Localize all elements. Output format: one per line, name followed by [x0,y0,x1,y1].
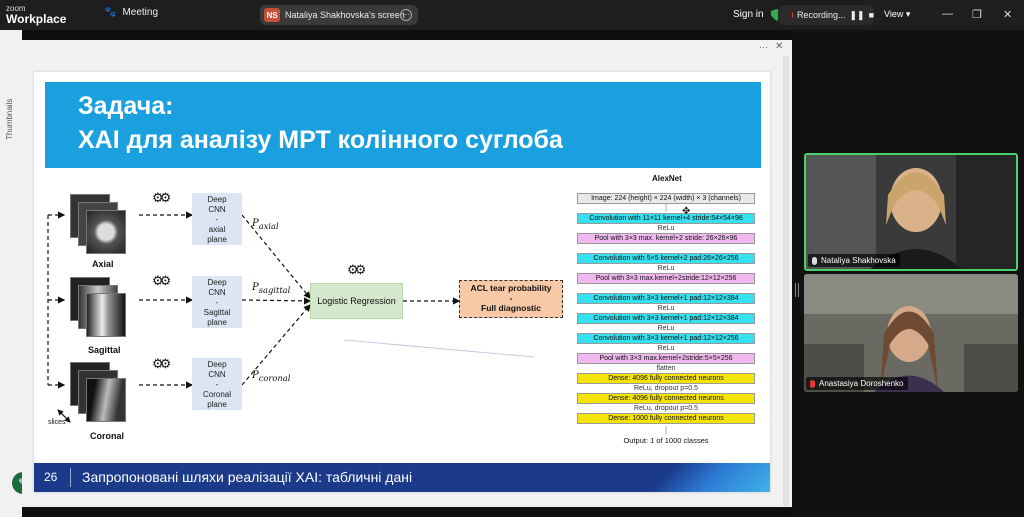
plane-label-coronal: Coronal [90,431,125,441]
participant-video-1[interactable]: Nataliya Shakhovska [804,153,1018,271]
alexnet-layer-note: ReLu, dropout p=0.5 [633,385,699,392]
share-label: Nataliya Shakhovska's screen [285,10,405,20]
alexnet-layer: Pool with 3×3 max.kernel+2stride:12×12×2… [577,273,755,284]
mri-sagittal-stack [70,277,126,337]
presentation-slide: Задача: XAI для аналізу МРТ колінного су… [34,72,770,492]
slide-page-number: 26 [44,470,58,484]
stop-icon[interactable]: ■ [868,10,874,20]
recording-indicator[interactable]: Recording... ❚❚ ■ [778,5,874,25]
alexnet-layer: Dense: 4096 fully connected neurons [577,373,755,384]
close-panel-icon[interactable]: ✕ [775,41,784,52]
alexnet-layer: Dense: 1000 fully connected neurons [577,413,755,424]
alexnet-layer: Dense: 4096 fully connected neurons [577,393,755,404]
sharer-avatar: NS [264,8,280,22]
footer-decoration [624,463,770,492]
view-label: View [884,9,904,19]
participant-name-tag: Nataliya Shakhovska [808,254,900,267]
zoom-logo-small: zoom [6,4,26,13]
diagram-connectors [47,204,667,434]
p-sagittal-label: Psagittal [252,282,291,295]
sign-in-button[interactable]: Sign in [733,9,764,20]
alexnet-layer-note: ReLu [657,325,675,332]
alexnet-layer-note: ReLu [657,305,675,312]
close-icon[interactable]: ✕ [1003,9,1013,21]
alexnet-layer-note: ReLu, dropout p=0.5 [633,405,699,412]
record-dot-icon [792,12,793,18]
alexnet-layer-note: ReLu [657,345,675,352]
top-bar: zoom Workplace 🐾 Meeting NS Nataliya Sha… [0,0,1024,30]
video-panel [792,30,1024,517]
more-options-icon[interactable]: ··· [400,9,412,21]
plane-label-sagittal: Sagittal [88,345,121,355]
slide-title-line1: Задача: [78,92,174,120]
participant-video-2[interactable]: Anastasiya Doroshenko [804,274,1018,392]
gear-icon: ⚙⚙ [152,190,171,205]
participant-name: Anastasiya Doroshenko [819,379,904,388]
panel-resize-grip[interactable] [795,283,799,297]
view-button[interactable]: View ▾ [884,9,911,19]
alexnet-layer: Convolution with 3×3 kernel+1 pad:12×12×… [577,293,755,304]
gear-icon: ⚙⚙ [152,356,171,371]
alexnet-layer: Pool with 3×3 max.kernel+2stride:5×5×256 [577,353,755,364]
meeting-label: Meeting [122,7,159,18]
view-options-icon[interactable]: ··· [759,42,768,52]
alexnet-layer: Convolution with 3×3 kernel+1 pad:12×12×… [577,333,755,344]
left-rail: Thumbnails ✎ [0,30,34,517]
shield-icon [771,9,782,21]
plane-label-axial: Axial [92,259,114,269]
slices-label: slices [48,419,66,426]
alexnet-layer: Image: 224 (height) × 224 (width) × 3 (c… [577,193,755,204]
mri-coronal-stack [70,362,126,422]
participant-name-tag: Anastasiya Doroshenko [806,377,908,390]
footer-divider [70,468,71,487]
screen-share-pill[interactable]: NS Nataliya Shakhovska's screen ··· [260,5,418,25]
alexnet-layer: Convolution with 3×3 kernel+1 pad:12×12×… [577,313,755,324]
scrollbar[interactable] [783,56,789,506]
participant-2-photo [804,274,1018,392]
alexnet-title: AlexNet [652,174,682,183]
alexnet-layer-note: ReLu [657,225,675,232]
slide-title-line2: XAI для аналізу МРТ колінного суглоба [78,126,563,154]
logistic-regression-box: Logistic Regression [310,283,403,319]
alexnet-layer: Convolution with 11×11 kernel+4 stride:5… [577,213,755,224]
meeting-menu[interactable]: 🐾 Meeting [104,7,158,18]
mic-muted-icon [810,379,815,388]
alexnet-layer-note: flatten [656,365,676,372]
slide-title-banner [45,82,761,168]
acl-output-box: ACL tear probability-Full diagnostic [459,280,563,318]
gear-icon: ⚙⚙ [347,262,366,277]
alexnet-layer: Pool with 3×3 max. kernel+2 stride: 26×2… [577,233,755,244]
alexnet-layer-note: ReLu [657,265,675,272]
minimize-icon[interactable]: — [942,8,953,20]
p-axial-label: Paxial [252,218,279,231]
participant-name: Nataliya Shakhovska [821,256,896,265]
slide-footer: 26 Запропоновані шляхи реалізації XAI: т… [34,463,770,492]
mri-axial-stack [70,194,126,254]
gear-icon: ⚙⚙ [152,273,171,288]
p-coronal-label: Pcoronal [252,370,291,383]
thumbnails-toggle[interactable]: Thumbnails [5,98,14,140]
footer-title: Запропоновані шляхи реалізації XAI: табл… [82,469,413,485]
alexnet-layer: Convolution with 5×5 kernel+2 pad:26×26×… [577,253,755,264]
paw-icon: 🐾 [104,7,117,18]
pause-icon[interactable]: ❚❚ [849,9,865,20]
alexnet-output: Output: 1 of 1000 classes [623,436,709,445]
move-cursor-icon: ✥ [682,206,691,217]
restore-icon[interactable]: ❐ [972,9,982,21]
participant-1-photo [806,155,1016,269]
zoom-logo-workplace: Workplace [6,12,67,26]
recording-label: Recording... [796,10,846,20]
mic-icon [812,256,817,265]
